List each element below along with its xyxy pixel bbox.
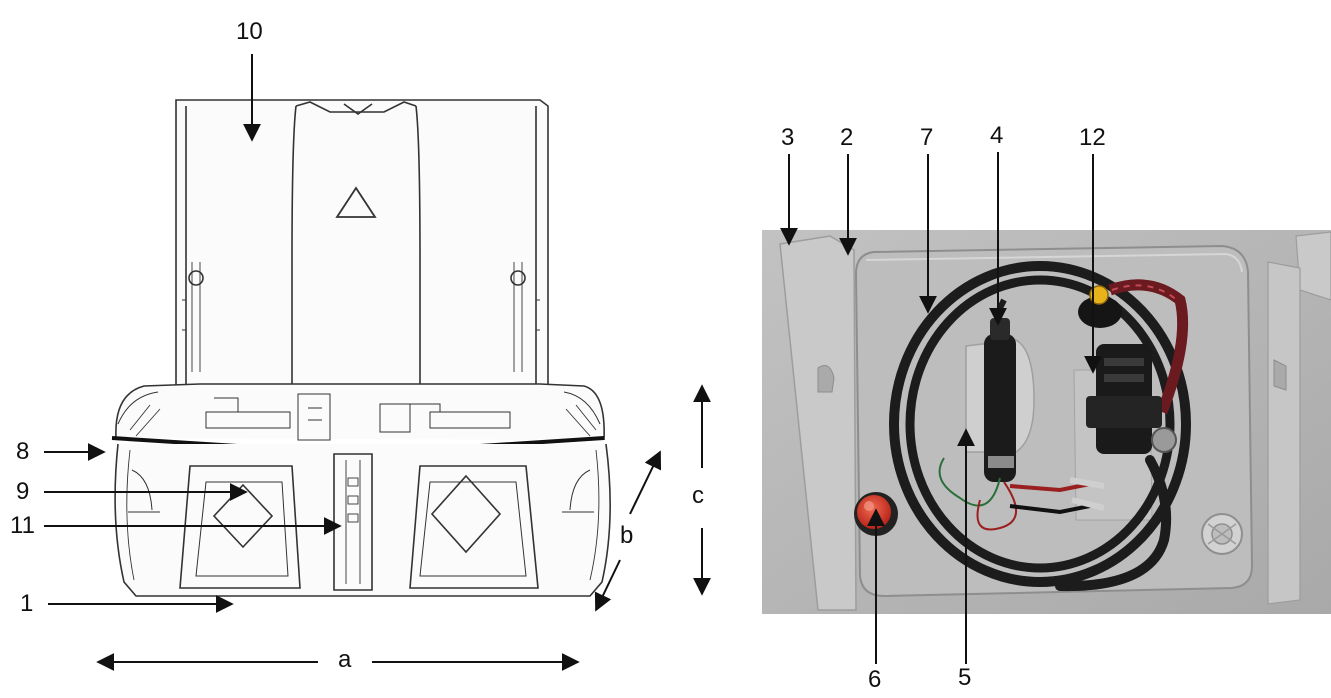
label-8: 8 bbox=[16, 438, 30, 465]
pump-panel-photo bbox=[762, 230, 1331, 614]
recessed-well bbox=[854, 244, 1254, 598]
yellow-indicator bbox=[1089, 285, 1109, 305]
right-diamond-symbol bbox=[430, 474, 502, 554]
label-10: 10 bbox=[236, 18, 263, 45]
right-leader-lines bbox=[780, 152, 1102, 664]
left-diamond-symbol bbox=[212, 483, 274, 549]
vent-fitting bbox=[1201, 513, 1243, 555]
dimension-b-upper bbox=[629, 450, 662, 515]
label-a: a bbox=[338, 646, 352, 673]
electric-pump bbox=[1086, 344, 1177, 454]
warning-triangle-icon bbox=[335, 186, 377, 218]
label-b: b bbox=[620, 522, 634, 549]
label-12: 12 bbox=[1079, 124, 1106, 151]
label-11: 11 bbox=[10, 512, 35, 539]
label-c: c bbox=[692, 482, 704, 509]
hose-coil bbox=[889, 261, 1191, 592]
tank-line-drawing bbox=[111, 99, 611, 597]
label-1: 1 bbox=[20, 590, 34, 617]
label-2: 2 bbox=[840, 124, 854, 151]
label-3: 3 bbox=[781, 124, 795, 151]
label-6: 6 bbox=[868, 666, 882, 693]
label-4: 4 bbox=[990, 122, 1004, 149]
label-7: 7 bbox=[920, 124, 934, 151]
dimension-b-lower bbox=[594, 559, 621, 612]
label-9: 9 bbox=[16, 478, 30, 505]
label-5: 5 bbox=[958, 664, 972, 691]
left-leader-lines bbox=[44, 54, 711, 671]
lid bbox=[175, 99, 549, 420]
battery-cables bbox=[938, 457, 1105, 531]
tank-body bbox=[111, 383, 611, 597]
filter-housing bbox=[1078, 285, 1122, 328]
